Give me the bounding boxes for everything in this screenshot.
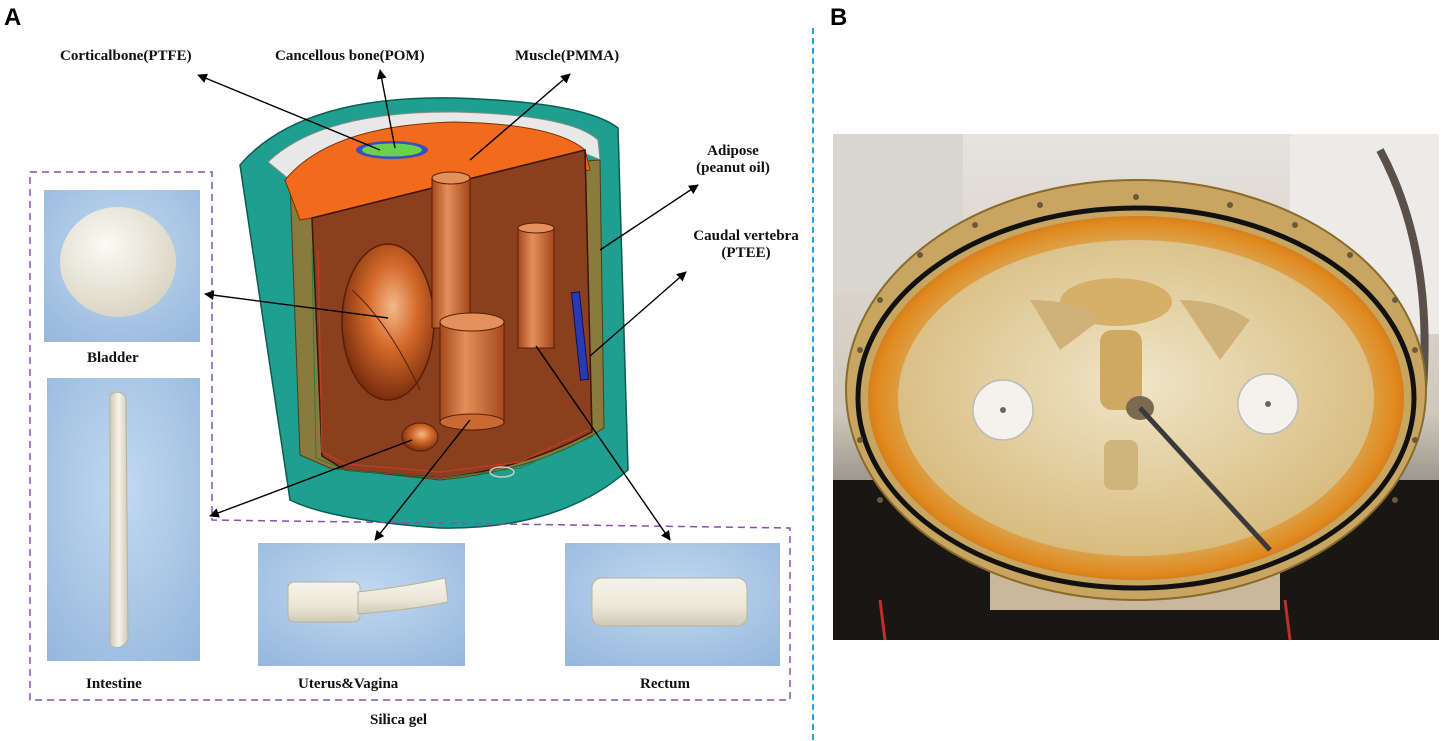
uterus-cylinder xyxy=(431,171,505,431)
label-caudal-line1: Caudal vertebra xyxy=(693,228,799,244)
label-muscle: Muscle(PMMA) xyxy=(515,48,620,64)
label-uterus-vagina: Uterus&Vagina xyxy=(298,676,399,692)
label-intestine: Intestine xyxy=(86,676,142,692)
label-bladder: Bladder xyxy=(87,350,139,366)
label-adipose: Adipose (peanut oil) xyxy=(688,143,778,177)
bladder-thumbnail xyxy=(44,190,200,342)
label-rectum: Rectum xyxy=(640,676,690,692)
intestine-hole xyxy=(401,422,439,452)
panel-divider xyxy=(812,28,814,740)
label-silica-gel: Silica gel xyxy=(370,712,428,728)
bladder-cavity xyxy=(341,243,435,401)
caudal-vertebra-rod xyxy=(570,291,590,381)
label-adipose-line2: (peanut oil) xyxy=(696,160,770,176)
callout-arrows xyxy=(197,69,699,541)
phantom-cutaway-diagram xyxy=(29,69,791,701)
rectum-cylinder xyxy=(517,222,555,349)
base-hole xyxy=(489,466,515,478)
label-caudal-vertebra: Caudal vertebra (PTEE) xyxy=(682,228,810,262)
panel-a-letter: A xyxy=(4,4,22,31)
silica-gel-group-boundary xyxy=(29,171,791,701)
label-caudal-line2: (PTEE) xyxy=(721,245,771,261)
label-adipose-line1: Adipose xyxy=(707,143,759,159)
intestine-thumbnail xyxy=(47,378,200,661)
label-cancellous-bone: Cancellous bone(POM) xyxy=(275,48,425,64)
panel-b-letter: B xyxy=(830,4,848,31)
uterus-thumbnail xyxy=(258,543,465,666)
label-cortical-bone: Corticalbone(PTFE) xyxy=(60,48,192,64)
rectum-thumbnail xyxy=(565,543,780,666)
